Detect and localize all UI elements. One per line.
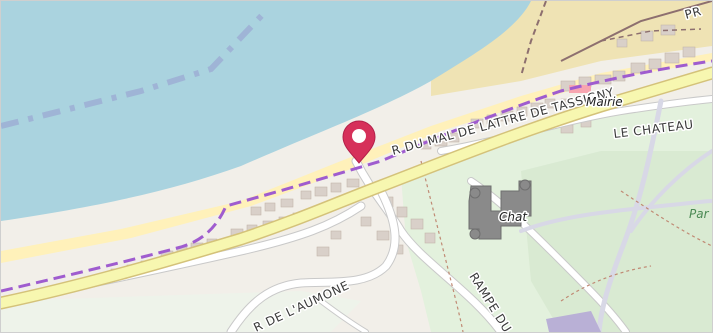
svg-text:Mairie: Mairie (586, 95, 623, 109)
main-road[interactable] (1, 68, 712, 308)
svg-text:PR: PR (683, 4, 703, 22)
water-boundary-line (1, 8, 269, 129)
purple-building (546, 311, 601, 332)
footpath-top-2 (560, 1, 712, 62)
top-right-label: PR PR (682, 3, 705, 24)
footpath-top-1 (520, 1, 547, 77)
mairie-building (569, 85, 591, 93)
castle-building (468, 180, 532, 240)
svg-text:Mairie: Mairie (586, 95, 623, 109)
svg-text:Chat: Chat (499, 210, 528, 224)
svg-text:PR: PR (683, 4, 703, 22)
river-water (1, 1, 531, 221)
castle-tower-1 (469, 187, 481, 199)
location-pin-icon[interactable] (342, 120, 376, 164)
footpath-top-3 (600, 28, 702, 42)
park-path-1 (420, 160, 464, 332)
park-label: Par (689, 207, 710, 221)
admin-boundary-line (1, 59, 712, 293)
lower-green (1, 291, 361, 332)
park-path-3 (560, 265, 652, 302)
mairie-label: Mairie Mairie (585, 94, 625, 111)
chat-label: Chat Chat (498, 209, 530, 226)
castle-tower-3 (469, 228, 481, 240)
svg-text:Chat: Chat (499, 210, 528, 224)
forest-area (521, 151, 712, 332)
castle-tower-2 (519, 179, 531, 191)
